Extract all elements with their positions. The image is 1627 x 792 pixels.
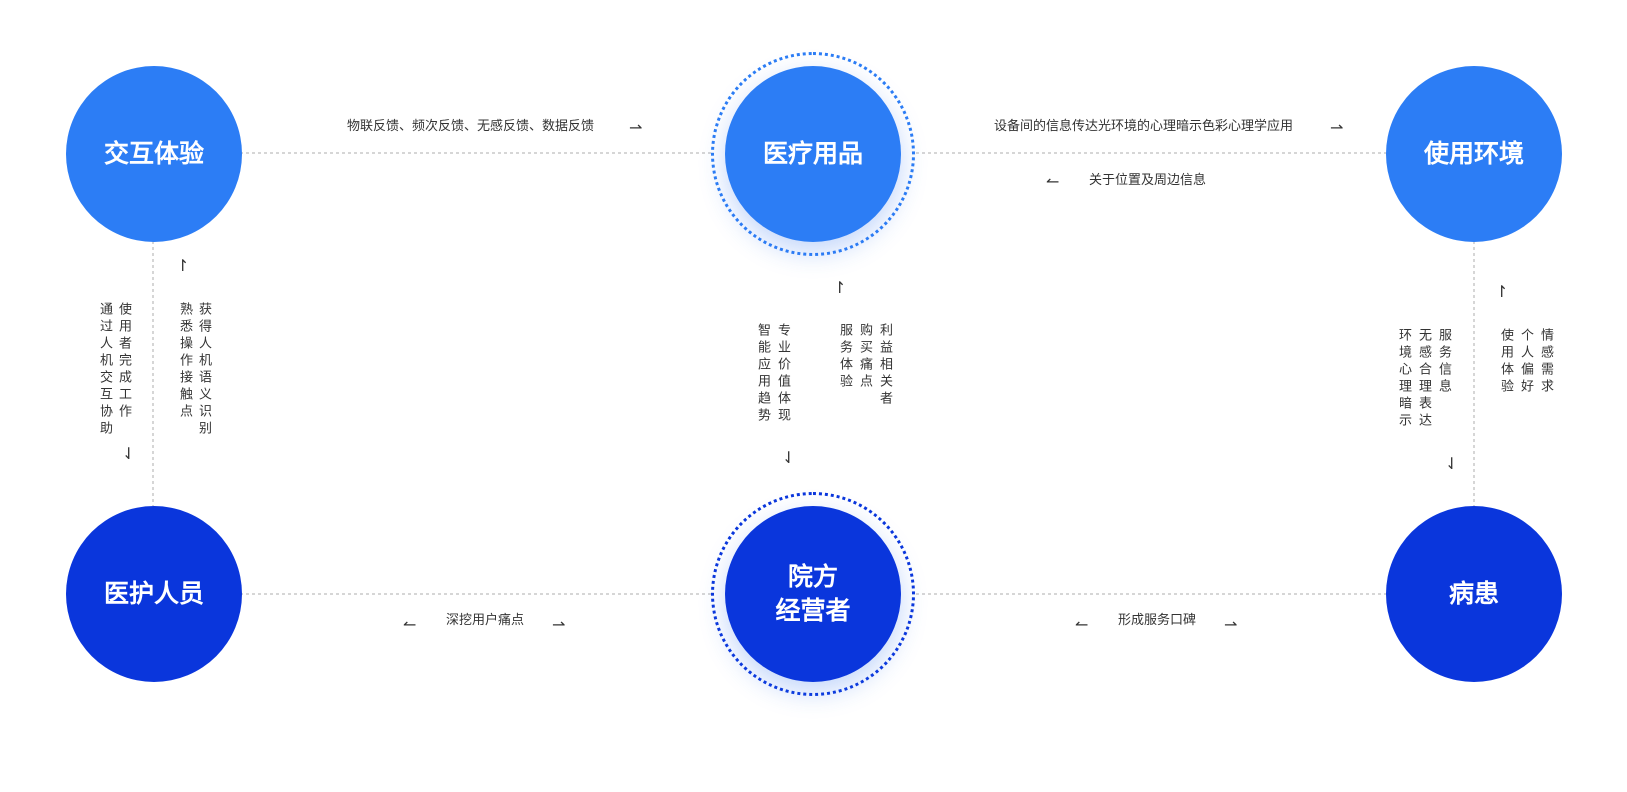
node-interaction-experience: 交互体验: [66, 66, 242, 242]
label-patient-up-col1: 使用体验: [1498, 328, 1513, 396]
label-environment-down-col2: 无感合理表达: [1416, 328, 1431, 430]
arrow-up-icon: ↾: [176, 256, 190, 275]
label-supplies-down-col1: 智能应用趋势: [755, 323, 770, 425]
node-hospital-operator-line2: 经营者: [775, 596, 851, 625]
arrow-up-icon: ↾: [833, 278, 847, 297]
node-patient: 病患: [1386, 506, 1562, 682]
label-environment-down-col3: 服务信息: [1436, 328, 1451, 396]
arrow-down-icon: ⇃: [122, 444, 136, 463]
arrow-up-icon: ↾: [1495, 282, 1509, 301]
label-staff-up-col2: 获得人机语义识别: [196, 302, 211, 438]
node-medical-supplies-ring: [711, 52, 915, 256]
node-medical-staff-label: 医护人员: [103, 579, 204, 608]
label-supplies-down-col2: 专业价值体现: [775, 323, 790, 425]
arrow-down-icon: ⇃: [1445, 454, 1459, 473]
label-environment-down-col1: 环境心理暗示: [1396, 328, 1411, 430]
node-usage-environment: 使用环境: [1386, 66, 1562, 242]
node-patient-label: 病患: [1448, 579, 1499, 608]
label-operator-to-staff: 深挖用户痛点: [446, 613, 525, 628]
label-patient-to-operator: 形成服务口碑: [1118, 613, 1197, 628]
node-medical-supplies-label: 医疗用品: [762, 139, 863, 168]
label-patient-up-col2: 个人偏好: [1518, 328, 1533, 396]
arrow-left-icon: ↼: [403, 615, 417, 634]
node-medical-supplies: 医疗用品: [725, 66, 901, 242]
node-interaction-label: 交互体验: [103, 139, 204, 168]
node-medical-staff: 医护人员: [66, 506, 242, 682]
node-hospital-operator: 院方 经营者: [725, 506, 901, 682]
arrow-right-icon: ⇀: [1224, 615, 1238, 634]
label-staff-up-col1: 熟悉操作接触点: [177, 302, 192, 421]
label-operator-up-col3: 利益相关者: [877, 323, 892, 408]
arrow-right-icon: ⇀: [1330, 118, 1344, 137]
label-patient-up-col3: 情感需求: [1538, 328, 1553, 396]
node-hospital-operator-line1: 院方: [787, 562, 838, 591]
node-usage-environment-label: 使用环境: [1423, 139, 1524, 168]
arrow-right-icon: ⇀: [552, 615, 566, 634]
arrow-right-icon: ⇀: [629, 118, 643, 137]
label-operator-up-col2: 购买痛点: [857, 323, 872, 391]
node-hospital-operator-ring: [711, 492, 915, 696]
node-hospital-operator-label: 院方 经营者: [775, 560, 850, 628]
label-supplies-to-environment: 设备间的信息传达光环境的心理暗示色彩心理学应用: [994, 119, 1294, 134]
label-operator-up-col1: 服务体验: [837, 323, 852, 391]
label-interaction-to-supplies: 物联反馈、频次反馈、无感反馈、数据反馈: [347, 119, 595, 134]
label-interaction-down-col1: 通过人机交互协助: [97, 302, 112, 438]
label-environment-to-supplies: 关于位置及周边信息: [1089, 173, 1207, 188]
label-interaction-down-col2: 使用者完成工作: [116, 302, 131, 421]
arrow-left-icon: ↼: [1075, 615, 1089, 634]
arrow-left-icon: ↼: [1046, 172, 1060, 191]
arrow-down-icon: ⇃: [782, 448, 796, 467]
